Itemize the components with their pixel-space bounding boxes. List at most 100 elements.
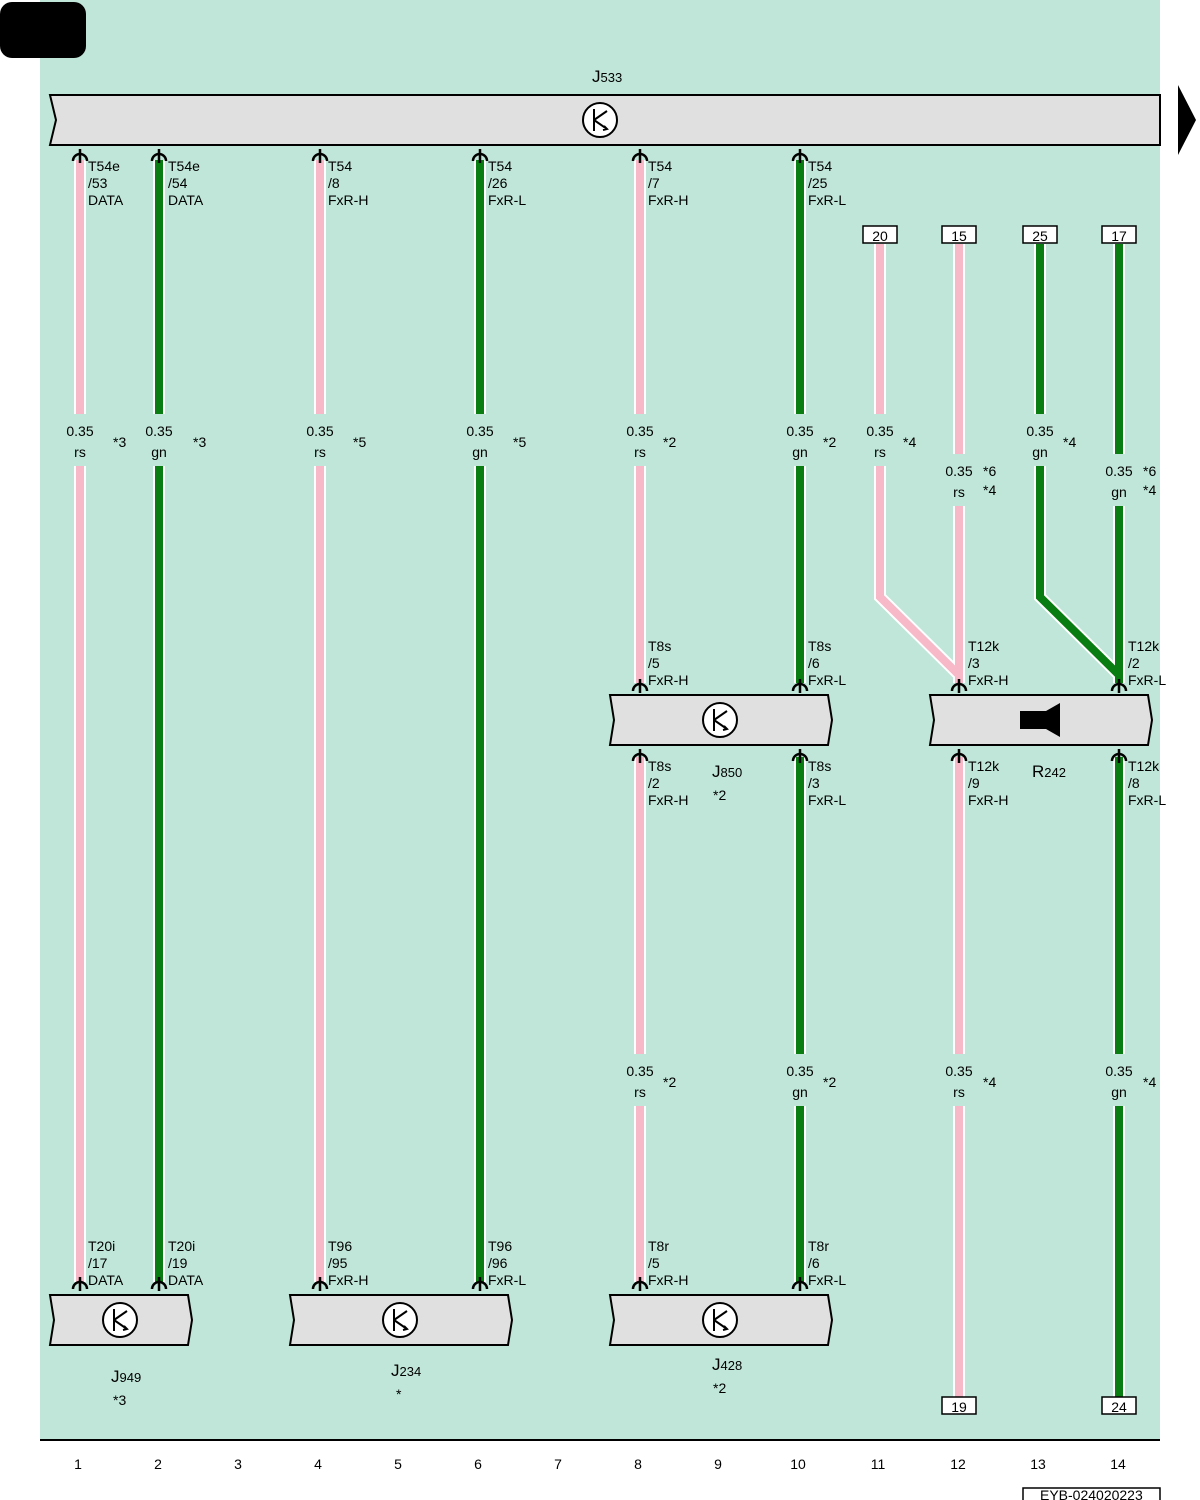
wire-size-label: 0.35 [866,423,893,439]
wire-note-label: *2 [823,434,836,450]
component-note-j949: *3 [113,1392,126,1408]
component-label-j533: J533 [592,67,622,86]
pin-label: FxR-H [648,792,688,808]
wire-note-label: *2 [663,1074,676,1090]
connector-plug-icon [791,749,809,763]
wire-color-label: rs [874,444,886,460]
pin-label: /3 [968,655,980,671]
column-number: 8 [634,1456,642,1472]
wire-color-label: rs [634,444,646,460]
wire-size-label: 0.35 [1105,1063,1132,1079]
connector-plug-icon [150,149,168,163]
pin-label: FxR-H [968,672,1008,688]
wire-size-label: 0.35 [145,423,172,439]
pin-label: /2 [1128,655,1140,671]
connector-plug-icon [791,149,809,163]
pin-label: /6 [808,655,820,671]
reference-box: 24 [1101,1396,1137,1415]
wire-note-label: *3 [113,434,126,450]
connector-plug-icon [791,1277,809,1291]
wire-size-label: 0.35 [466,423,493,439]
column-number: 11 [871,1456,886,1472]
control-unit-icon [702,1302,738,1338]
wire-color-label: gn [1032,444,1048,460]
wire-size-label: 0.35 [786,1063,813,1079]
wire-color-label: gn [1111,484,1127,500]
reference-box: 25 [1022,225,1058,244]
component-note-j234: * [396,1386,402,1402]
svg-text:24: 24 [1111,1399,1127,1415]
pin-label: T20i [168,1238,195,1254]
pin-label: FxR-H [328,1272,368,1288]
control-unit-icon [702,702,738,738]
connector-plug-icon [631,149,649,163]
column-number: 3 [234,1456,242,1472]
connector-plug-icon [471,1277,489,1291]
column-number: 6 [474,1456,482,1472]
control-unit-icon [382,1302,418,1338]
pin-label: /5 [648,655,660,671]
wire-note-label: *2 [663,434,676,450]
wire-size-label: 0.35 [786,423,813,439]
speaker-icon [1020,703,1060,737]
component-label-j428: J428 [712,1355,742,1374]
wire-note-label: *4 [1143,482,1156,498]
footer-code: EYB-024020223 [1040,1487,1143,1500]
wire-note-label: *6 [1143,463,1156,479]
pin-label: FxR-L [488,1272,526,1288]
pin-label: T96 [328,1238,352,1254]
wire-note-label: *2 [823,1074,836,1090]
reference-box: 15 [941,225,977,244]
pin-label: /17 [88,1255,108,1271]
column-number: 12 [950,1456,966,1472]
component-note-j428: *2 [713,1380,726,1396]
pin-label: /3 [808,775,820,791]
connector-plug-icon [311,1277,329,1291]
wire-color-label: rs [74,444,86,460]
connector-plug-icon [631,749,649,763]
pin-label: FxR-L [808,792,846,808]
wire-color-label: gn [472,444,488,460]
pin-label: /96 [488,1255,508,1271]
wire-note-label: *5 [513,434,526,450]
pin-label: FxR-H [968,792,1008,808]
component-label-j850: J850 [712,762,742,781]
pin-label: T8r [648,1238,669,1254]
wire-size-label: 0.35 [1105,463,1132,479]
pin-label: FxR-H [648,1272,688,1288]
reference-box: 17 [1101,225,1137,244]
control-unit-icon [582,102,618,138]
footer-code-box [1022,1487,1161,1500]
column-number: 9 [714,1456,722,1472]
pin-label: T8s [808,758,831,774]
pin-label: T8s [808,638,831,654]
pin-label: FxR-L [808,672,846,688]
svg-text:20: 20 [872,228,888,244]
pin-label: T8s [648,758,671,774]
component-note-j850: *2 [713,787,726,803]
connector-plug-icon [150,1277,168,1291]
wire-color-label: gn [792,1084,808,1100]
wire-size-label: 0.35 [626,1063,653,1079]
wire-color-label: rs [314,444,326,460]
pin-label: /5 [648,1255,660,1271]
pin-label: DATA [88,192,124,208]
component-label-r242: R242 [1032,762,1066,781]
component-label-j949: J949 [111,1367,141,1386]
column-number: 10 [790,1456,806,1472]
connector-plug-icon [1110,679,1128,693]
pin-label: T54e [88,158,120,174]
pin-label: /6 [808,1255,820,1271]
pin-label: T96 [488,1238,512,1254]
pin-label: FxR-L [1128,792,1166,808]
column-number: 4 [314,1456,322,1472]
wire-note-label: *3 [193,434,206,450]
wire-labels: 0.35rs*30.35gn*30.35rs*50.35gn*50.35rs*2… [66,423,1156,1100]
pin-label: FxR-L [1128,672,1166,688]
pin-label: /9 [968,775,980,791]
wire-size-label: 0.35 [1026,423,1053,439]
connector-plug-icon [950,679,968,693]
